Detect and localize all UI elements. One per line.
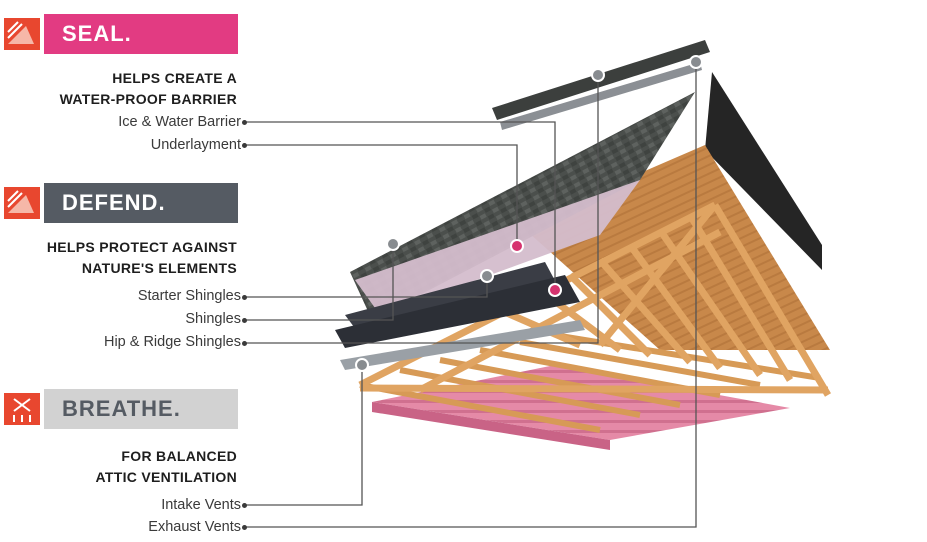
defend-heading-line1: HELPS PROTECT AGAINST bbox=[46, 239, 237, 255]
label-hip-ridge-shingles: Hip & Ridge Shingles bbox=[103, 334, 241, 350]
label-shingles: Shingles bbox=[185, 311, 241, 327]
breathe-banner: BREATHE. bbox=[0, 389, 238, 429]
label-underlayment: Underlayment bbox=[150, 137, 241, 153]
leader-dot bbox=[242, 143, 247, 148]
defend-heading-line2: NATURE'S ELEMENTS bbox=[81, 260, 237, 276]
label-starter-shingles: Starter Shingles bbox=[137, 288, 241, 304]
leader-dot bbox=[242, 341, 247, 346]
underlayment-layer bbox=[355, 180, 640, 315]
breathe-heading-line2: ATTIC VENTILATION bbox=[95, 469, 237, 485]
ridge-vent bbox=[500, 62, 702, 130]
defend-heading: HELPS PROTECT AGAINST NATURE'S ELEMENTS bbox=[47, 237, 237, 279]
leader-dot bbox=[242, 503, 247, 508]
attic-insulation-front bbox=[372, 402, 610, 450]
seal-heading: HELPS CREATE A WATER-PROOF BARRIER bbox=[60, 68, 237, 110]
leader-dot bbox=[242, 525, 247, 530]
defend-title: DEFEND. bbox=[44, 183, 238, 223]
leader-dot bbox=[242, 120, 247, 125]
starter-shingles-layer bbox=[335, 275, 580, 348]
breathe-heading-line1: FOR BALANCED bbox=[121, 448, 237, 464]
leader-dot bbox=[242, 295, 247, 300]
seal-title: SEAL. bbox=[44, 14, 238, 54]
breathe-title: BREATHE. bbox=[44, 389, 238, 429]
leader-dot bbox=[242, 318, 247, 323]
leader-lines bbox=[244, 62, 697, 528]
ventilation-arrows-icon bbox=[0, 389, 44, 429]
seal-banner: SEAL. bbox=[0, 14, 238, 54]
breathe-heading: FOR BALANCED ATTIC VENTILATION bbox=[96, 446, 237, 488]
layers-icon bbox=[0, 183, 44, 223]
label-intake-vents: Intake Vents bbox=[161, 497, 241, 513]
seal-heading-line1: HELPS CREATE A bbox=[112, 70, 237, 86]
label-exhaust-vents: Exhaust Vents bbox=[148, 519, 241, 535]
drip-edge bbox=[340, 320, 585, 370]
label-ice-water-barrier: Ice & Water Barrier bbox=[118, 114, 241, 130]
layers-icon bbox=[0, 14, 44, 54]
defend-banner: DEFEND. bbox=[0, 183, 238, 223]
callout-markers bbox=[355, 55, 703, 372]
roof-back-gable bbox=[705, 72, 822, 270]
seal-heading-line2: WATER-PROOF BARRIER bbox=[59, 91, 237, 107]
